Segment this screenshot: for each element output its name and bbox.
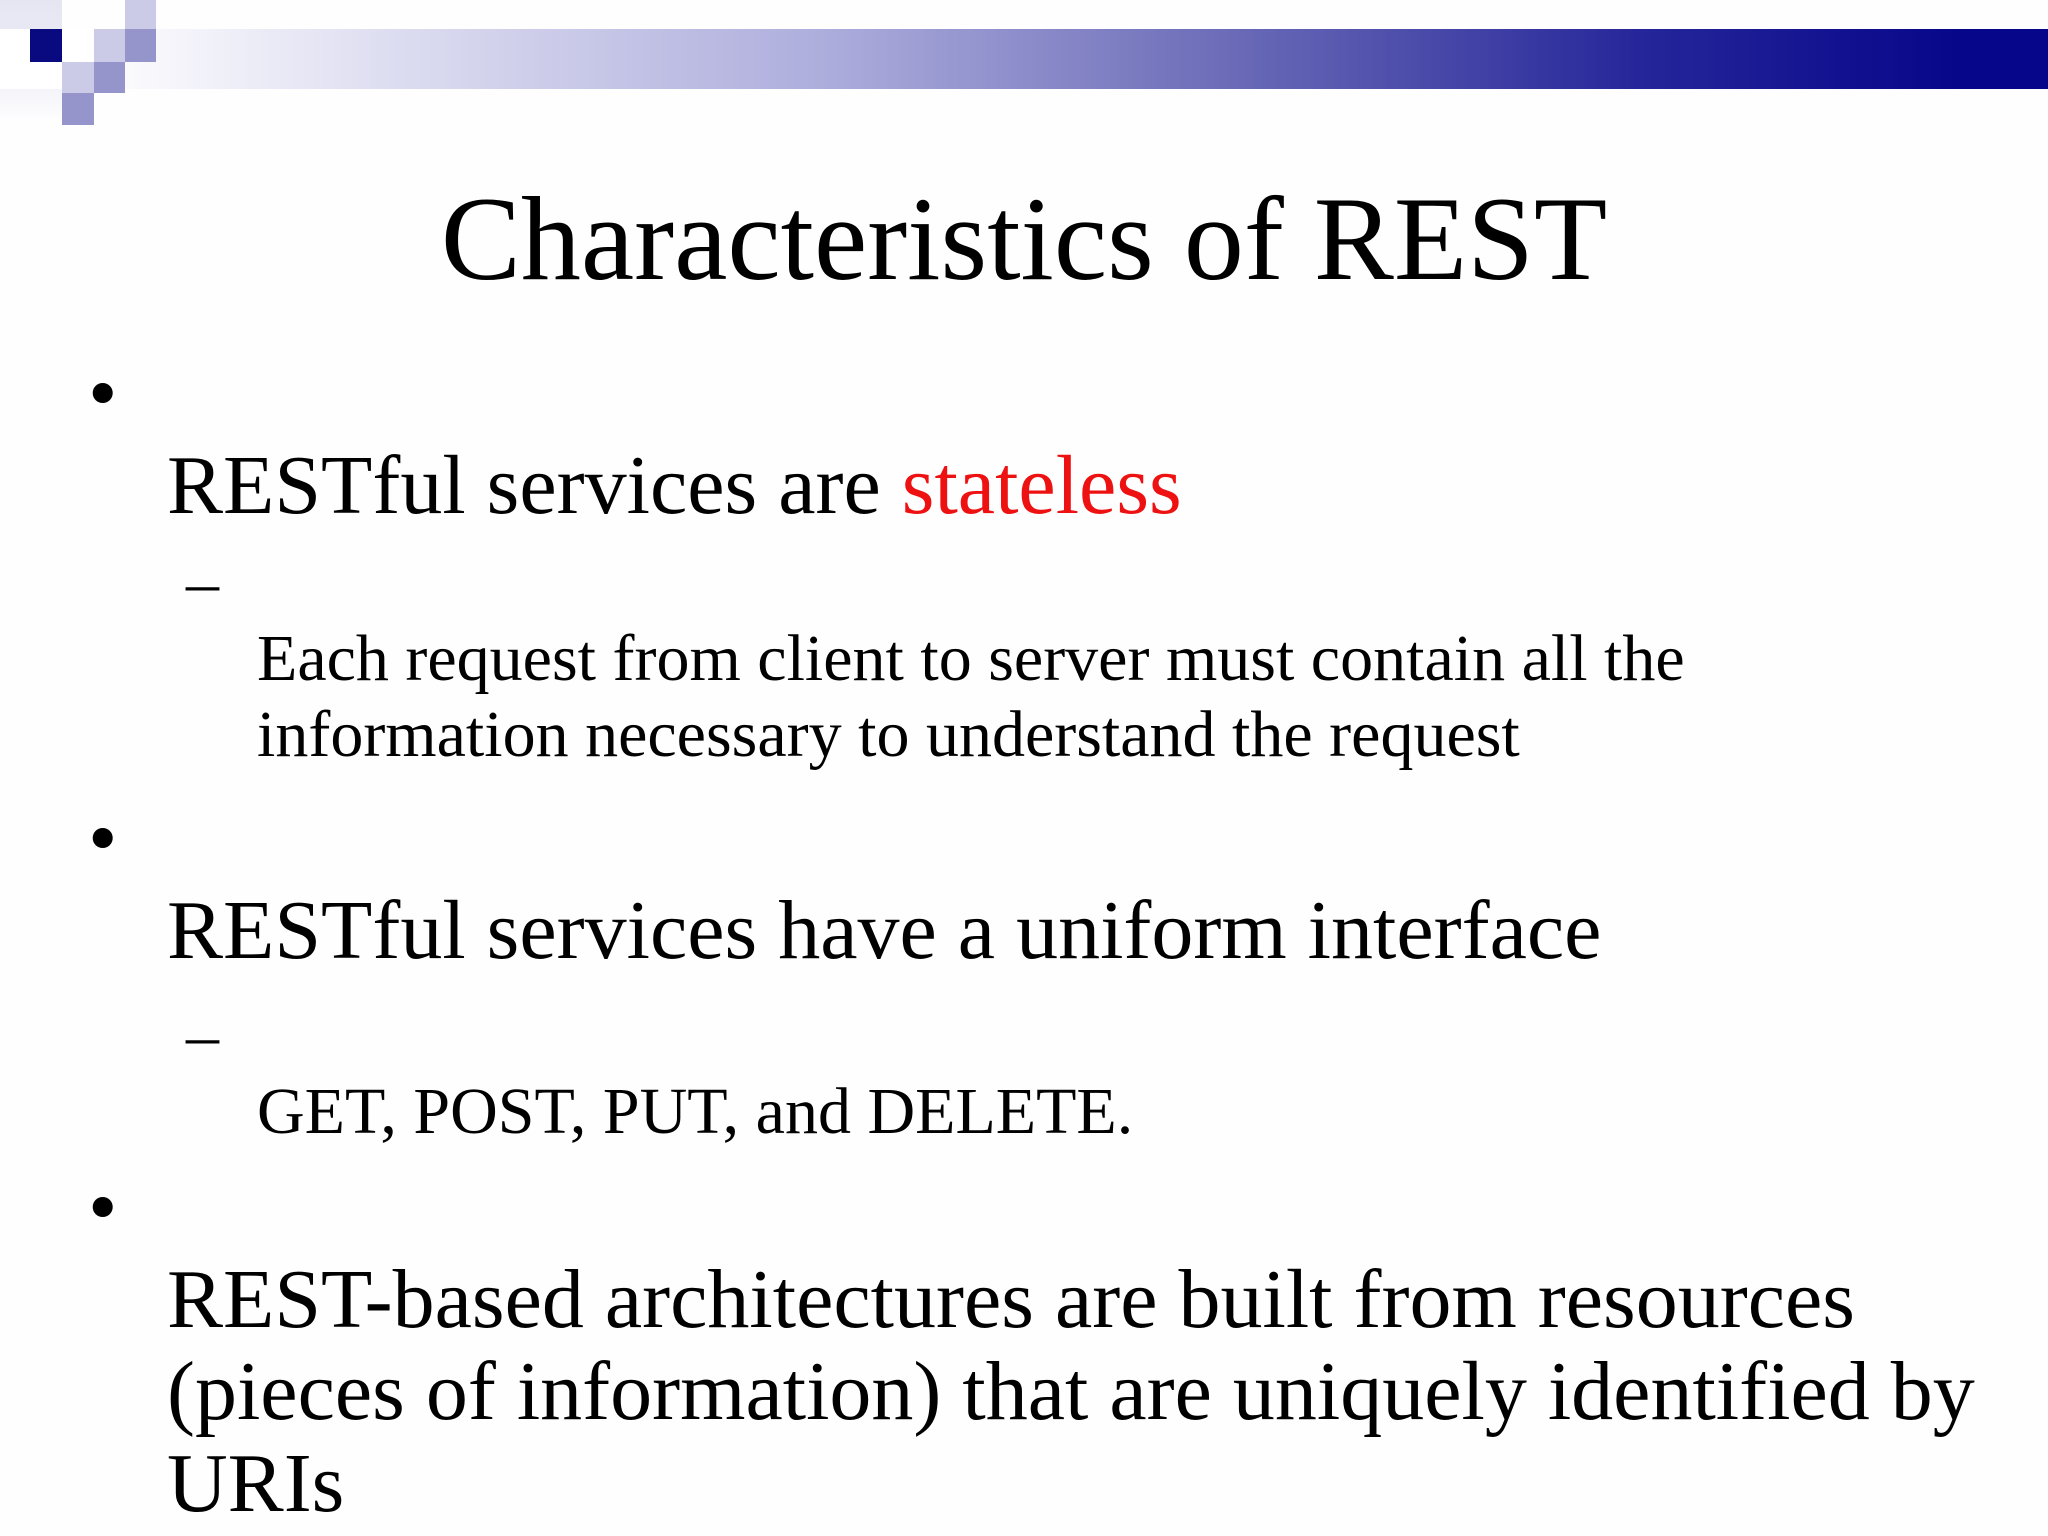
bullet-dot-marker: • [88, 792, 118, 885]
bullet-highlight-stateless: stateless [901, 439, 1182, 532]
deco-square [125, 0, 156, 30]
subbullet-http-verbs: –GET, POST, PUT, and DELETE. [0, 998, 2048, 1150]
bullet-restful-stateless: • RESTful services are stateless [0, 348, 2048, 532]
deco-square [94, 62, 125, 93]
bullet-text: REST-based architectures are built from … [167, 1253, 1975, 1530]
dash-marker: – [186, 999, 219, 1072]
header-gradient-bar [0, 29, 2048, 89]
subbullet-text: GET, POST, PUT, and DELETE. [257, 1075, 1134, 1148]
deco-square [94, 29, 125, 62]
deco-square [62, 62, 94, 93]
slide-title: Characteristics of REST [440, 172, 1608, 305]
subbullet-each-request: –Each request from client to server must… [0, 545, 2048, 773]
deco-square [30, 29, 62, 62]
bullet-text: RESTful services have a uniform interfac… [167, 884, 1602, 977]
bullet-rest-resources: • REST-based architectures are built from… [0, 1162, 2048, 1530]
slide-body: •RESTful services are stateless –Each re… [0, 348, 2048, 1536]
deco-square [62, 93, 94, 125]
bullet-dot-marker: • [88, 1161, 118, 1254]
dash-marker: – [186, 546, 219, 619]
subbullet-text: Each request from client to server must … [257, 622, 1685, 771]
bullet-dot-marker: • [88, 347, 118, 440]
bullet-uniform-interface: • RESTful services have a uniform interfa… [0, 793, 2048, 977]
deco-square [125, 29, 156, 62]
bullet-text: RESTful services are [167, 439, 902, 532]
